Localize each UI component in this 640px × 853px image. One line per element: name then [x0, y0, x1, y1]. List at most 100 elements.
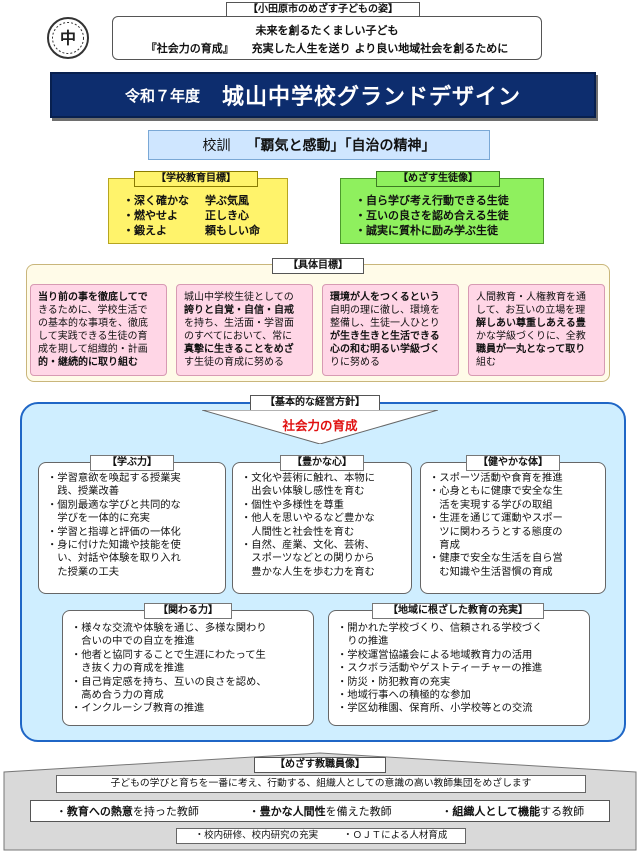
- learning-item: 学びを一体的に充実: [47, 512, 150, 525]
- student-image-item: ・自ら学び考え行動できる生徒: [355, 194, 509, 207]
- body-item: ツに関わろうとする態度の: [429, 525, 563, 538]
- body-item: 活を実現する学びの取組: [429, 498, 553, 511]
- community-item: りの推進: [337, 635, 389, 648]
- community-education-title: 【地域に根ざした教育の充実】: [372, 603, 544, 619]
- specific-goal-line: 当り前の事を徹底してで: [38, 292, 148, 303]
- specific-goal-line: 解しあい尊重しあえる豊: [476, 318, 586, 329]
- specific-goal-line: かな学級づくりに、全教: [476, 331, 586, 342]
- specific-goal-line: 真摯に生きることをめざ: [184, 344, 294, 355]
- goal-row: ・鍛えよ頼もしい命: [123, 224, 260, 237]
- specific-goal-line: 整備し、生徒一人ひとり: [330, 318, 440, 329]
- goal-row: ・深く確かな学ぶ気風: [123, 194, 249, 207]
- heart-item: 人間性と社会性を育む: [241, 525, 355, 538]
- student-image-item: ・互いの良さを認め合える生徒: [355, 209, 509, 222]
- body-item: む知識や生活習慣の育成: [429, 565, 553, 578]
- specific-goal-line: が生き生きと生活できる: [330, 331, 440, 342]
- body-item: ・生涯を通じて運動やスポー: [429, 512, 563, 525]
- specific-goal-line: 自明の理に徹し、環境を: [330, 305, 440, 316]
- specific-goal-line: 城山中学校生徒としての: [184, 292, 294, 303]
- community-item: ・学区幼稚園、保育所、小学校等との交流: [337, 702, 533, 715]
- learning-item: た授業の工夫: [47, 565, 120, 578]
- staff-note: ・校内研修、校内研究の充実: [194, 830, 319, 841]
- community-item: ・スクボラ活動やゲストティーチャーの推進: [337, 662, 543, 675]
- specific-goal-line: 人間教育・人権教育を通: [476, 292, 586, 303]
- heart-item: ・文化や芸術に触れ、本物に: [241, 472, 375, 484]
- title-banner: 令和７年度 城山中学校グランドデザイン: [50, 72, 596, 118]
- student-image-item: ・誠実に質朴に励み学ぶ生徒: [355, 224, 498, 237]
- specific-goal-line: の基本的な事項を、徹底: [38, 318, 148, 329]
- specific-goals-title: 【具体目標】: [272, 258, 364, 274]
- motto-label: 校訓: [202, 138, 231, 154]
- school-goals-box: ・深く確かな学ぶ気風 ・燃やせよ正しき心 ・鍛えよ頼もしい命: [108, 178, 288, 244]
- relating-item: き抜く力の育成を推進: [71, 662, 185, 675]
- city-vision-keyword: 『社会力の育成』: [145, 42, 234, 55]
- specific-goal-line: りに努める: [330, 357, 380, 368]
- heart-item: ・個性や多様性を尊重: [241, 498, 344, 511]
- heart-item: 出会い体験し感性を育む: [241, 485, 365, 498]
- specific-goal-card: 城山中学校生徒としての 誇りと自覚・自信・自戒 を持ち、生活面・学習面 のすべて…: [176, 284, 313, 376]
- page-title: 城山中学校グランドデザイン: [222, 85, 522, 110]
- specific-goal-line: きるために、学校生活で: [38, 305, 148, 316]
- specific-goal-line: 的・継続的に取り組む: [38, 357, 138, 368]
- specific-goal-line: して、お互いの立場を理: [476, 305, 586, 316]
- relating-item: ・インクルーシブ教育の推進: [71, 702, 205, 715]
- school-motto: 校訓 「覇気と感動」「自治の精神」: [148, 130, 490, 160]
- staff-note: ・ＯＪＴによる人材育成: [343, 830, 448, 841]
- learning-item: ・学習意欲を喚起する授業実: [47, 472, 181, 484]
- school-goals-title: 【学校教育目標】: [134, 171, 258, 187]
- school-emblem-icon: 中: [46, 16, 90, 60]
- healthy-body-box: ・スポーツ活動や食育を推進 ・心身ともに健康で安全な生 活を実現する学びの取組 …: [420, 462, 606, 594]
- basic-policy-title: 【基本的な経営方針】: [250, 395, 380, 411]
- city-vision-line2: 『社会力の育成』 充実した人生を送り より良い地域社会を創るために: [113, 40, 541, 56]
- learning-item: 践、授業改善: [47, 485, 120, 498]
- specific-goal-line: 職員が一丸となって取り: [476, 344, 586, 355]
- specific-goal-line: 環境が人をつくるという: [330, 292, 440, 303]
- relating-item: ・自己肯定感を持ち、互いの良さを認め、: [71, 675, 267, 688]
- heart-item: 豊かな人生を歩む力を育む: [241, 565, 375, 578]
- learning-item: ・個別最適な学びと共同的な: [47, 498, 181, 511]
- svg-text:中: 中: [60, 29, 76, 48]
- staff-notes: ・校内研修、校内研究の充実 ・ＯＪＴによる人材育成: [176, 828, 466, 844]
- city-vision-line1: 未来を創るたくましい子ども: [255, 24, 399, 37]
- staff-ideal-item: ・教育への熱意を持った教師: [55, 805, 199, 818]
- social-power-arrow: [202, 410, 438, 444]
- learning-item: い、対話や体験を取り入れ: [47, 552, 181, 565]
- relating-item: 高め合う力の育成: [71, 689, 164, 702]
- specific-goal-line: して実践できる生徒の育: [38, 331, 148, 342]
- specific-goal-line: す生徒の育成に努める: [184, 357, 284, 368]
- specific-goal-line: 心の和む明るい学級づく: [330, 344, 440, 355]
- community-item: ・地域行事への積極的な参加: [337, 689, 471, 702]
- community-item: ・学校運営協議会による地域教育力の活用: [337, 648, 533, 661]
- body-item: ・健康で安全な生活を自ら営: [429, 552, 563, 565]
- heart-item: ・他人を思いやるなど豊かな: [241, 512, 375, 525]
- specific-goal-line: 組む: [476, 357, 496, 368]
- relating-power-title: 【関わる力】: [144, 603, 232, 619]
- rich-heart-title: 【豊かな心】: [280, 455, 364, 471]
- staff-ideal-item: ・組織人として機能する教師: [441, 805, 585, 818]
- relating-item: ・他者と協同することで生涯にわたって生: [71, 648, 266, 661]
- relating-power-box: ・様々な交流や体験を通じ、多様な関わり 合いの中での自立を推進 ・他者と協同する…: [62, 610, 314, 726]
- learning-power-title: 【学ぶ力】: [90, 455, 174, 471]
- title-year: 令和７年度: [124, 86, 200, 105]
- staff-intro: 子どもの学びと育ちを一番に考え、行動する、組織人としての意識の高い教師集団をめざ…: [56, 775, 586, 793]
- social-power-banner: 社会力の育成: [282, 418, 358, 433]
- heart-item: スポーツなどとの関りから: [241, 552, 375, 565]
- learning-power-box: ・学習意欲を喚起する授業実 践、授業改善 ・個別最適な学びと共同的な 学びを一体…: [38, 462, 226, 594]
- specific-goal-card: 当り前の事を徹底してで きるために、学校生活で の基本的な事項を、徹底 して実践…: [30, 284, 167, 376]
- motto-value: 「覇気と感動」「自治の精神」: [246, 138, 436, 154]
- city-vision-purpose: 充実した人生を送り より良い地域社会を創るために: [251, 42, 509, 55]
- specific-goal-line: を持ち、生活面・学習面: [184, 318, 294, 329]
- staff-ideal-item: ・豊かな人間性を備えた教師: [248, 805, 392, 818]
- learning-item: ・身に付けた知識や技能を使: [47, 539, 181, 552]
- body-item: ・スポーツ活動や食育を推進: [429, 472, 563, 484]
- body-item: ・心身ともに健康で安全な生: [429, 485, 563, 498]
- specific-goal-line: 誇りと自覚・自信・自戒: [184, 305, 294, 316]
- staff-image-title: 【めざす教職員像】: [254, 757, 386, 773]
- community-education-box: ・開かれた学校づくり、信頼される学校づく りの推進 ・学校運営協議会による地域教…: [328, 610, 590, 726]
- community-item: ・防災・防犯教育の充実: [337, 675, 451, 688]
- healthy-body-title: 【健やかな体】: [466, 455, 560, 471]
- relating-item: ・様々な交流や体験を通じ、多様な関わり: [71, 622, 267, 634]
- city-vision-box: 未来を創るたくましい子ども 『社会力の育成』 充実した人生を送り より良い地域社…: [112, 16, 542, 60]
- student-image-box: ・自ら学び考え行動できる生徒 ・互いの良さを認め合える生徒 ・誠実に質朴に励み学…: [340, 178, 544, 244]
